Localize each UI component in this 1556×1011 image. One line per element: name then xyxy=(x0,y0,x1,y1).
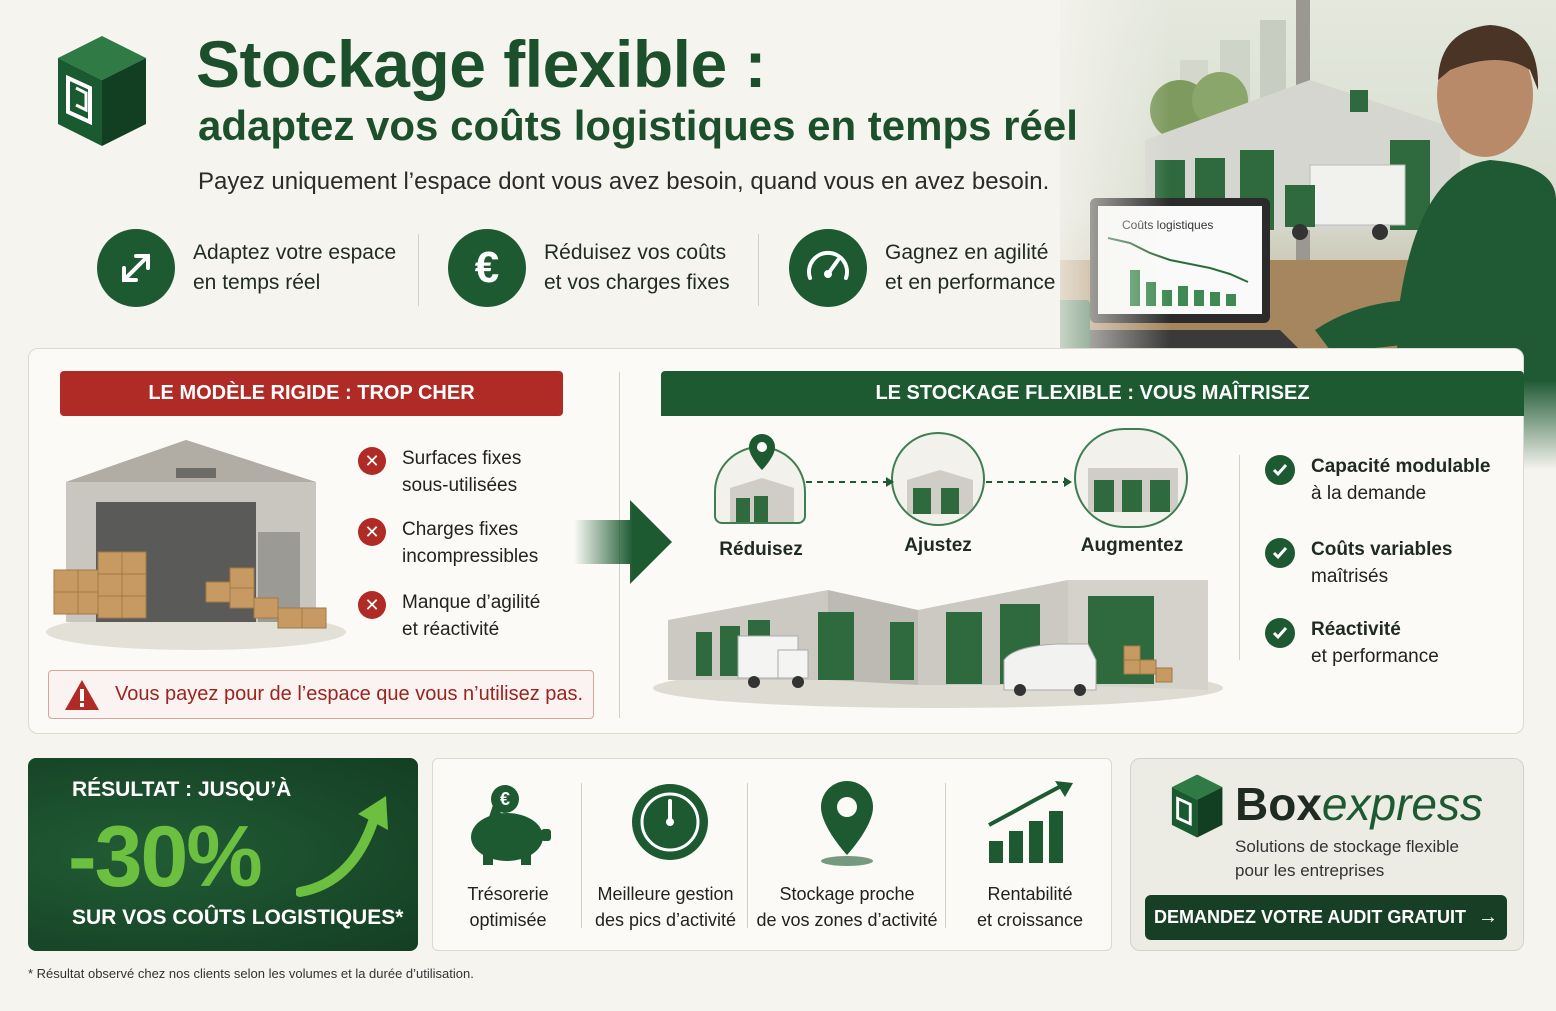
rigid-item-line2: et réactivité xyxy=(402,619,500,640)
rigid-model-banner: LE MODÈLE RIGIDE : TROP CHER xyxy=(60,371,563,416)
step-connector-arrows xyxy=(806,477,1072,487)
warning-icon xyxy=(65,679,99,710)
step-increase-illustration xyxy=(1074,428,1188,528)
result-value: -30% xyxy=(68,809,263,905)
rigid-item-line1: Surfaces fixes xyxy=(402,448,522,469)
rigid-item: ✕ Charges fixes incompressibles xyxy=(358,516,538,570)
modular-warehouses-illustration xyxy=(653,580,1223,708)
benefit-line2: de vos zones d’activité xyxy=(756,910,938,930)
benefit-line2: et performance xyxy=(1311,646,1439,667)
warning-text: Vous payez pour de l’espace que vous n’u… xyxy=(115,683,584,705)
location-pin-icon xyxy=(821,781,873,866)
cta-label: DEMANDEZ VOTRE AUDIT GRATUIT xyxy=(1154,907,1466,927)
page-title: Stockage flexible : xyxy=(196,27,767,101)
divider xyxy=(1239,455,1240,660)
growth-arrow-icon xyxy=(296,796,388,897)
rigid-item: ✕ Surfaces fixes sous-utilisées xyxy=(358,445,521,499)
benefit-line2: optimisée xyxy=(469,910,547,930)
divider xyxy=(945,783,946,928)
result-caption: SUR VOS COÛTS LOGISTIQUES* xyxy=(72,906,404,929)
clock-icon xyxy=(632,784,708,860)
feature-line2: et en performance xyxy=(885,271,1056,294)
divider xyxy=(747,783,748,928)
warning-box: Vous payez pour de l’espace que vous n’u… xyxy=(48,670,594,719)
feature-agility: Gagnez en agilité et en performance xyxy=(789,226,1055,310)
result-label: RÉSULTAT : JUSQU’À xyxy=(72,778,292,801)
benefit-line1: Stockage proche xyxy=(779,884,915,904)
step-label-reduce: Réduisez xyxy=(719,539,803,560)
footnote: * Résultat observé chez nos clients selo… xyxy=(28,966,474,981)
benefit-treasury: € Trésorerie optimisée xyxy=(433,759,583,952)
benefit-line1: Capacité modulable xyxy=(1311,456,1491,477)
brand-card: Boxexpress Solutions de stockage flexibl… xyxy=(1130,758,1524,951)
step-label-adjust: Ajustez xyxy=(904,535,972,556)
benefit-line1: Réactivité xyxy=(1311,619,1401,640)
brand-name-bold: Box xyxy=(1235,778,1322,830)
feature-line2: et vos charges fixes xyxy=(544,271,730,294)
feature-line1: Réduisez vos coûts xyxy=(544,241,727,264)
benefit-line2: et croissance xyxy=(976,910,1084,930)
rigid-item-line1: Manque d’agilité xyxy=(402,592,541,613)
brand-tagline-1: Solutions de stockage flexible xyxy=(1235,837,1459,856)
flexible-benefit: Capacité modulable à la demande xyxy=(1265,453,1491,507)
divider xyxy=(581,783,582,928)
feature-line1: Gagnez en agilité xyxy=(885,241,1049,264)
location-pin-icon xyxy=(749,434,775,470)
result-box: RÉSULTAT : JUSQU’À -30% SUR VOS COÛTS LO… xyxy=(28,758,418,951)
arrow-right-icon xyxy=(574,500,672,584)
bottom-benefits: € Trésorerie optimisée Meilleure gestion d… xyxy=(432,758,1112,951)
cross-icon: ✕ xyxy=(358,591,386,619)
benefit-line2: maîtrisés xyxy=(1311,566,1389,587)
rigid-item-line1: Charges fixes xyxy=(402,519,519,540)
benefit-line2: des pics d’activité xyxy=(594,910,737,930)
brand-name: Boxexpress xyxy=(1235,777,1483,831)
feature-adapt: Adaptez votre espace en temps réel xyxy=(97,226,396,310)
divider xyxy=(758,234,759,306)
check-icon xyxy=(1265,618,1295,648)
arrow-right-icon: → xyxy=(1478,906,1498,928)
benefit-line1: Trésorerie xyxy=(467,884,549,904)
benefit-growth: Rentabilité et croissance xyxy=(947,759,1113,952)
benefit-line1: Coûts variables xyxy=(1311,539,1453,560)
boxexpress-logo-icon xyxy=(58,36,146,146)
step-adjust-illustration xyxy=(891,432,985,526)
tagline: Payez uniquement l’espace dont vous avez… xyxy=(198,168,1050,195)
cross-icon: ✕ xyxy=(358,447,386,475)
audit-cta-button[interactable]: DEMANDEZ VOTRE AUDIT GRATUIT → xyxy=(1145,895,1507,940)
brand-name-italic: express xyxy=(1321,778,1483,830)
step-label-increase: Augmentez xyxy=(1080,535,1184,556)
rigid-item: ✕ Manque d’agilité et réactivité xyxy=(358,589,540,643)
divider xyxy=(418,234,419,306)
piggy-bank-icon: € xyxy=(471,785,551,865)
benefit-peaks: Meilleure gestion des pics d’activité xyxy=(583,759,748,952)
rigid-item-line2: sous-utilisées xyxy=(402,475,518,496)
growth-chart-icon xyxy=(988,781,1073,863)
flexible-benefit: Réactivité et performance xyxy=(1265,616,1439,670)
benefit-line2: à la demande xyxy=(1311,483,1427,504)
brand-tagline-2: pour les entreprises xyxy=(1235,861,1385,880)
flexible-model-banner: LE STOCKAGE FLEXIBLE : VOUS MAÎTRISEZ xyxy=(661,371,1524,416)
boxexpress-logo-icon xyxy=(1171,774,1223,838)
benefit-line1: Rentabilité xyxy=(987,884,1073,904)
benefit-line1: Meilleure gestion xyxy=(597,884,734,904)
check-icon xyxy=(1265,455,1295,485)
speedometer-icon xyxy=(789,229,867,307)
benefit-proximity: Stockage proche de vos zones d’activité xyxy=(749,759,945,952)
feature-line1: Adaptez votre espace xyxy=(193,241,397,264)
page-subtitle: adaptez vos coûts logistiques en temps r… xyxy=(198,102,1078,149)
cross-icon: ✕ xyxy=(358,518,386,546)
svg-text:€: € xyxy=(500,789,510,809)
euro-icon: € xyxy=(448,229,526,307)
feature-reduce: € Réduisez vos coûts et vos charges fixes xyxy=(448,226,730,310)
expand-arrows-icon xyxy=(97,229,175,307)
check-icon xyxy=(1265,538,1295,568)
flexible-benefit: Coûts variables maîtrisés xyxy=(1265,536,1453,590)
rigid-warehouse-illustration xyxy=(46,440,346,650)
rigid-item-line2: incompressibles xyxy=(402,546,539,567)
feature-line2: en temps réel xyxy=(193,271,321,294)
